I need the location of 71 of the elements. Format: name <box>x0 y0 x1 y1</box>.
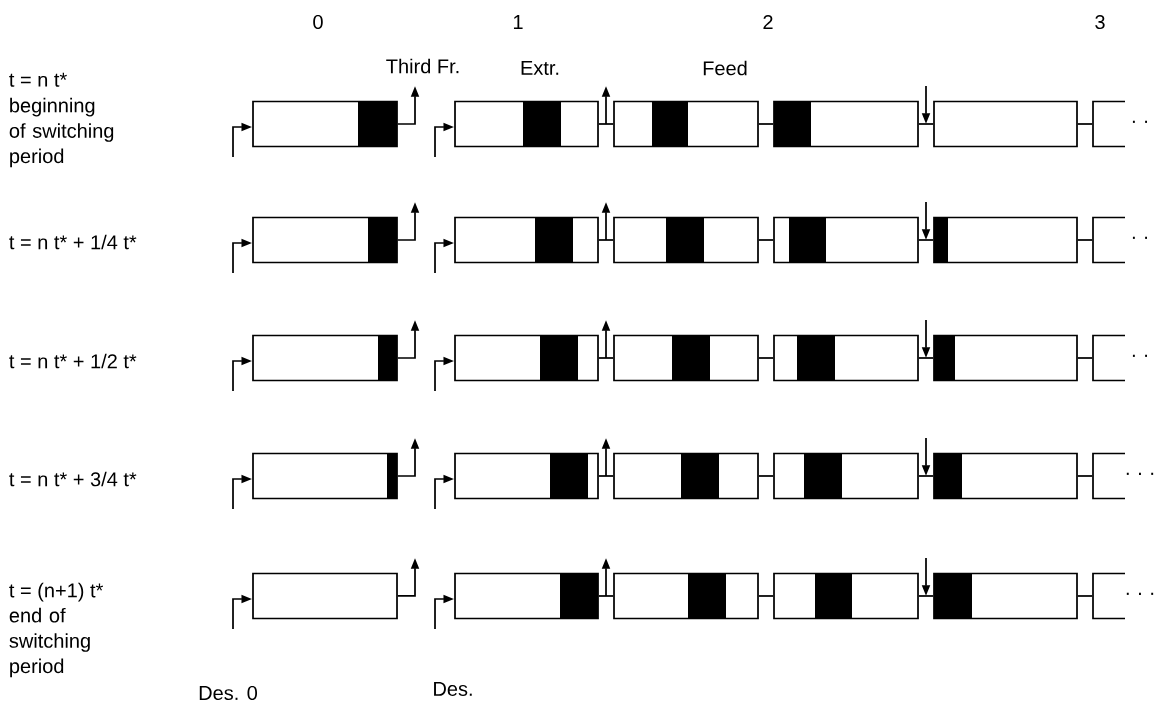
connecting-line <box>1077 357 1093 359</box>
column-box <box>613 216 759 264</box>
stream-label: Des. 0 <box>199 685 258 701</box>
column-box <box>773 572 919 620</box>
column-box <box>613 334 759 382</box>
column-box <box>454 452 599 500</box>
open-column-box <box>1092 572 1126 620</box>
column-box <box>773 100 919 148</box>
column-box <box>613 452 759 500</box>
column-box <box>454 334 599 382</box>
connecting-line <box>758 123 774 125</box>
time-label: t = n t* + 3/4 t* <box>9 471 137 487</box>
column-box <box>454 572 599 620</box>
stream-label: Third Fr. <box>386 58 459 74</box>
column-box <box>454 100 599 148</box>
column-box <box>252 452 398 500</box>
connecting-line <box>598 475 614 477</box>
open-column-box <box>1092 334 1126 382</box>
time-label: t = n t* <box>9 72 67 87</box>
column-box <box>613 100 759 148</box>
period-label: end of switching period <box>9 607 90 678</box>
time-label: t = n t* + 1/4 t* <box>9 234 137 250</box>
column-box <box>933 452 1078 500</box>
ellipsis: · · · <box>1126 592 1154 595</box>
column-box <box>933 334 1078 382</box>
column-box <box>252 216 398 264</box>
column-box <box>773 452 919 500</box>
connecting-line <box>598 357 614 359</box>
connecting-line <box>918 123 934 125</box>
connecting-line <box>1077 239 1093 241</box>
column-number: 2 <box>763 15 773 29</box>
connecting-line <box>918 595 934 597</box>
ellipsis: · · <box>1132 354 1148 357</box>
connecting-line <box>918 239 934 241</box>
connecting-line <box>758 475 774 477</box>
column-box <box>933 216 1078 264</box>
column-box <box>933 100 1078 148</box>
column-number: 0 <box>313 14 323 30</box>
connecting-line <box>1077 475 1093 477</box>
column-box <box>454 216 599 264</box>
ellipsis: · · · <box>1126 472 1154 475</box>
period-label: beginning of switching period <box>9 97 114 168</box>
connecting-line <box>758 239 774 241</box>
column-box <box>613 572 759 620</box>
open-column-box <box>1092 100 1126 148</box>
connecting-line <box>918 475 934 477</box>
time-label: t = n t* + 1/2 t* <box>9 353 137 369</box>
connecting-line <box>758 357 774 359</box>
column-box <box>933 572 1078 620</box>
column-box <box>773 216 919 264</box>
column-number: 1 <box>513 15 523 29</box>
connecting-line <box>1077 123 1093 125</box>
connecting-line <box>598 123 614 125</box>
ellipsis: · · <box>1132 236 1148 239</box>
connecting-line <box>598 239 614 241</box>
ellipsis: · · <box>1132 120 1148 123</box>
column-box <box>252 100 398 148</box>
column-box <box>773 334 919 382</box>
column-box <box>252 572 398 620</box>
time-label: t = (n+1) t* <box>9 582 104 602</box>
column-number: 3 <box>1095 14 1105 30</box>
connecting-line <box>598 595 614 597</box>
open-column-box <box>1092 452 1126 500</box>
stream-label: Des. <box>434 682 472 696</box>
stream-label: Feed <box>703 60 747 76</box>
stream-label: Extr. <box>521 61 559 75</box>
connecting-line <box>758 595 774 597</box>
open-column-box <box>1092 216 1126 264</box>
connecting-line <box>918 357 934 359</box>
column-box <box>252 334 398 382</box>
connecting-line <box>1077 595 1093 597</box>
